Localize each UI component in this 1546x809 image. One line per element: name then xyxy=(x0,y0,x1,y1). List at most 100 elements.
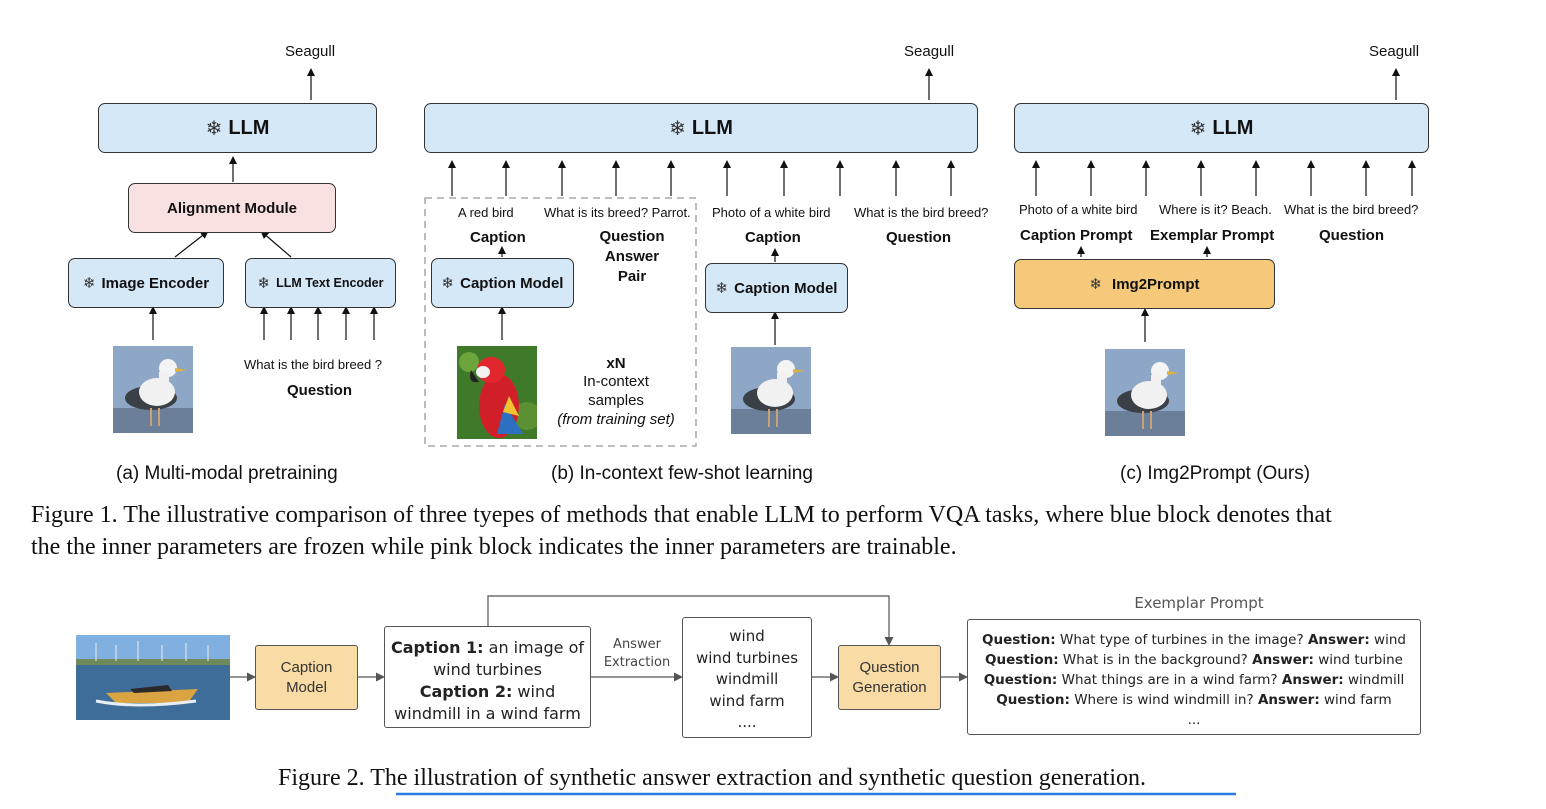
exemplar-prompt-box: Question: What type of turbines in the i… xyxy=(967,619,1421,735)
image-encoder-block: ❄ Image Encoder xyxy=(68,258,224,308)
incontext-dashed-box xyxy=(424,197,697,447)
caption2-line-a: Caption 2: wind xyxy=(385,681,590,703)
llm-label: LLM xyxy=(691,116,733,139)
q-text: What things are in a wind farm? xyxy=(1057,672,1282,688)
caption1-line-b: wind turbines xyxy=(433,660,542,679)
incontext-line-3: (from training set) xyxy=(557,411,675,428)
caption-model-label: Caption Model xyxy=(734,279,838,297)
qa-pair: Question: What type of turbines in the i… xyxy=(968,630,1420,650)
exemplar-prompt-title: Exemplar Prompt xyxy=(1134,594,1264,612)
llm-label: LLM xyxy=(228,116,270,139)
snowflake-icon: ❄ xyxy=(1089,276,1103,293)
caption1-line-a: Caption 1: an image of xyxy=(385,637,590,659)
a-text: wind farm xyxy=(1319,692,1392,708)
captions-box: Caption 1: an image of wind turbines Cap… xyxy=(384,626,591,728)
panel-a-llm-block: ❄LLM xyxy=(98,103,377,153)
text-encoder-block: ❄LLM Text Encoder xyxy=(245,258,396,308)
answers-box: wind wind turbines windmill wind farm ..… xyxy=(682,617,812,738)
panel-b-subcaption: (b) In-context few-shot learning xyxy=(551,463,813,484)
img2prompt-block: ❄ Img2Prompt xyxy=(1014,259,1275,309)
snowflake-icon: ❄ xyxy=(82,275,96,292)
a-text: wind turbine xyxy=(1313,652,1403,668)
bird-breed-question-b: What is the bird breed? xyxy=(854,205,989,220)
answer-item: wind xyxy=(729,627,765,645)
question-generation-block: Question Generation xyxy=(838,645,941,710)
a-label: Answer: xyxy=(1257,692,1320,708)
fig2-caption-model-block: Caption Model xyxy=(255,645,358,710)
alignment-module-block: Alignment Module xyxy=(128,183,336,233)
incontext-line-1: In-context xyxy=(583,373,649,390)
caption1-text-a: an image of xyxy=(483,638,585,657)
answer-item: windmill xyxy=(715,670,779,688)
panel-a-subcaption: (a) Multi-modal pretraining xyxy=(116,463,338,484)
qa-pair: Question: Where is wind windmill in? Ans… xyxy=(968,690,1420,710)
answer-extraction-label-2: Extraction xyxy=(603,655,671,670)
white-bird-text-b: Photo of a white bird xyxy=(712,205,831,220)
caption2-text-a: wind xyxy=(512,682,556,701)
qa-label-pair: Pair xyxy=(617,268,647,285)
q-text: Where is wind windmill in? xyxy=(1069,692,1258,708)
image-encoder-label: Image Encoder xyxy=(101,274,210,292)
bird-breed-question-c: What is the bird breed? xyxy=(1284,202,1419,217)
caption-model-block-2: ❄ Caption Model xyxy=(705,263,848,313)
q-label: Question: xyxy=(984,652,1059,668)
figure1-caption-line2: the the inner parameters are frozen whil… xyxy=(31,534,957,560)
caption-label-2: Caption xyxy=(745,229,801,246)
a-label: Answer: xyxy=(1281,672,1344,688)
question-label-c: Question xyxy=(1319,227,1385,244)
q-label: Question: xyxy=(982,632,1056,648)
snowflake-icon: ❄ xyxy=(715,280,729,297)
where-qa-text: Where is it? Beach. xyxy=(1159,202,1272,217)
snowflake-icon: ❄ xyxy=(669,117,686,140)
qa-pair: Question: What things are in a wind farm… xyxy=(968,670,1420,690)
qa-pair: Question: What is in the background? Ans… xyxy=(968,650,1420,670)
question-generation-line1: Question xyxy=(859,658,920,676)
incontext-line-2: samples xyxy=(588,392,644,409)
panel-c-output: Seagull xyxy=(1369,43,1420,60)
answer-item: .... xyxy=(737,713,757,731)
caption-model-block-1: ❄ Caption Model xyxy=(431,258,574,308)
white-bird-text-c: Photo of a white bird xyxy=(1019,202,1138,217)
qa-label-answer: Answer xyxy=(604,248,660,265)
caption-model-label: Caption Model xyxy=(460,274,564,292)
caption-prompt-label: Caption Prompt xyxy=(1020,227,1133,244)
caption2-label: Caption 2: xyxy=(419,682,513,701)
caption-model-line1: Caption xyxy=(280,658,333,676)
q-text: What type of turbines in the image? xyxy=(1055,632,1308,648)
answer-item: wind turbines xyxy=(695,648,799,667)
seagull-image xyxy=(1105,349,1185,436)
question-generation-line2: Generation xyxy=(852,678,927,696)
a-text: windmill xyxy=(1343,672,1405,688)
panel-c-subcaption: (c) Img2Prompt (Ours) xyxy=(1120,463,1311,484)
figure1-caption: Figure 1. The illustrative comparison of… xyxy=(31,499,1531,563)
q-label: Question: xyxy=(983,672,1058,688)
q-label: Question: xyxy=(996,692,1070,708)
red-bird-text: A red bird xyxy=(458,205,514,220)
panel-a-output: Seagull xyxy=(285,43,336,60)
figure1-caption-line1: Figure 1. The illustrative comparison of… xyxy=(31,502,1332,528)
alignment-label: Alignment Module xyxy=(167,199,297,217)
answer-extraction-label-1: Answer xyxy=(613,637,661,652)
qa-ellipsis: ... xyxy=(1187,712,1201,728)
text-encoder-label: LLM Text Encoder xyxy=(276,276,384,290)
snowflake-icon: ❄ xyxy=(205,117,223,140)
img2prompt-label: Img2Prompt xyxy=(1112,275,1200,293)
breed-qa-text: What is its breed? Parrot. xyxy=(544,205,691,220)
q-text: What is in the background? xyxy=(1058,652,1253,668)
llm-label: LLM xyxy=(1212,116,1254,139)
caption2-line-b: windmill in a wind farm xyxy=(394,704,581,723)
answer-item: wind farm xyxy=(709,691,785,710)
a-label: Answer: xyxy=(1252,652,1314,668)
panel-a-question-text: What is the bird breed ? xyxy=(244,357,383,372)
seagull-image xyxy=(731,347,811,434)
caption-label: Caption xyxy=(470,229,526,246)
exemplar-prompt-label: Exemplar Prompt xyxy=(1150,227,1275,244)
snowflake-icon: ❄ xyxy=(441,275,455,292)
speedboat-image xyxy=(76,635,230,720)
qa-label-question: Question xyxy=(599,228,665,245)
panel-b-llm-block: ❄LLM xyxy=(424,103,978,153)
a-text: wind xyxy=(1369,632,1406,648)
figure2-caption: Figure 2. The illustration of synthetic … xyxy=(278,765,1147,791)
a-label: Answer: xyxy=(1307,632,1370,648)
